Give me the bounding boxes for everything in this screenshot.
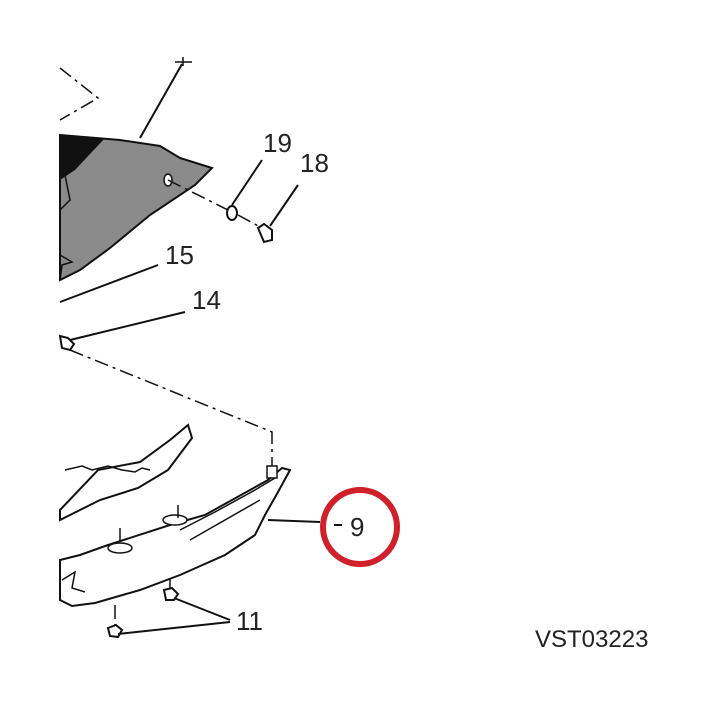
highlight-ring [320, 487, 400, 567]
callout-18: 18 [300, 148, 329, 178]
callout-14: 14 [192, 285, 221, 315]
drawing-code: VST03223 [535, 626, 648, 653]
upper-fairing-panel [59, 133, 214, 282]
assembly-axis-line [69, 349, 273, 468]
part-11-screws [106, 578, 231, 639]
callout-15: 15 [165, 240, 194, 270]
callout-11: 11 [236, 606, 263, 636]
leader-top [139, 63, 183, 139]
top-hidden-lines [59, 57, 192, 121]
callout-19: 19 [263, 128, 292, 158]
part-9-belly-pan [59, 423, 321, 608]
part-14-screw [58, 311, 186, 352]
part-19-washer [167, 159, 263, 221]
callout-9: 9 [350, 512, 364, 542]
leader-15 [59, 264, 159, 303]
part-18-screw [237, 184, 299, 244]
